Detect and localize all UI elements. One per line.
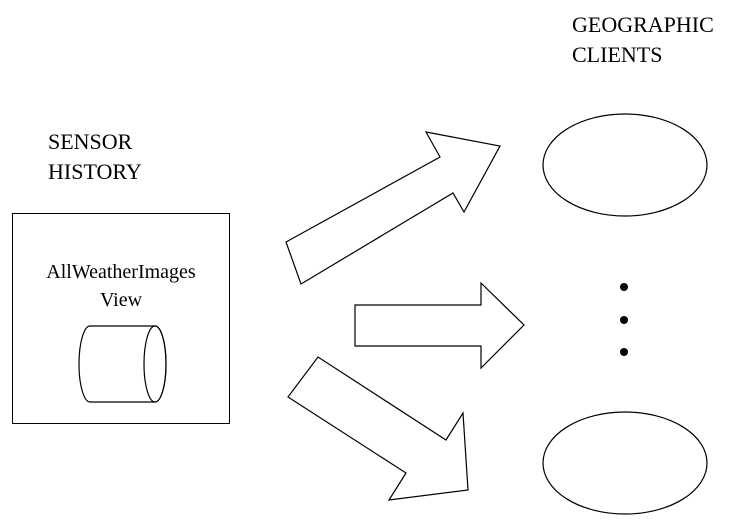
sensor-history-title: SENSOR HISTORY bbox=[48, 127, 142, 187]
all-weather-images-view-box: AllWeatherImages View bbox=[12, 213, 230, 424]
vertical-ellipsis-icon bbox=[620, 283, 628, 356]
view-caption: AllWeatherImages View bbox=[13, 258, 229, 314]
client-ellipse-icon bbox=[542, 411, 708, 515]
geographic-clients-title: GEOGRAPHIC CLIENTS bbox=[572, 10, 714, 70]
arrow-up-right-icon bbox=[285, 131, 501, 285]
sensor-history-title-line-1: SENSOR bbox=[48, 129, 133, 154]
sensor-history-title-line-2: HISTORY bbox=[48, 159, 142, 184]
ellipsis-dot bbox=[620, 348, 628, 356]
geographic-clients-title-line-1: GEOGRAPHIC bbox=[572, 12, 714, 37]
ellipsis-dot bbox=[620, 283, 628, 291]
geographic-clients-title-line-2: CLIENTS bbox=[572, 42, 663, 67]
arrow-right-icon bbox=[354, 281, 525, 370]
view-caption-line-2: View bbox=[99, 289, 143, 311]
arrow-down-right-icon bbox=[287, 356, 469, 501]
view-caption-line-1: AllWeatherImages bbox=[46, 261, 196, 283]
ellipsis-dot bbox=[620, 316, 628, 324]
database-cylinder-icon bbox=[78, 325, 167, 403]
client-ellipse-icon bbox=[542, 113, 708, 217]
